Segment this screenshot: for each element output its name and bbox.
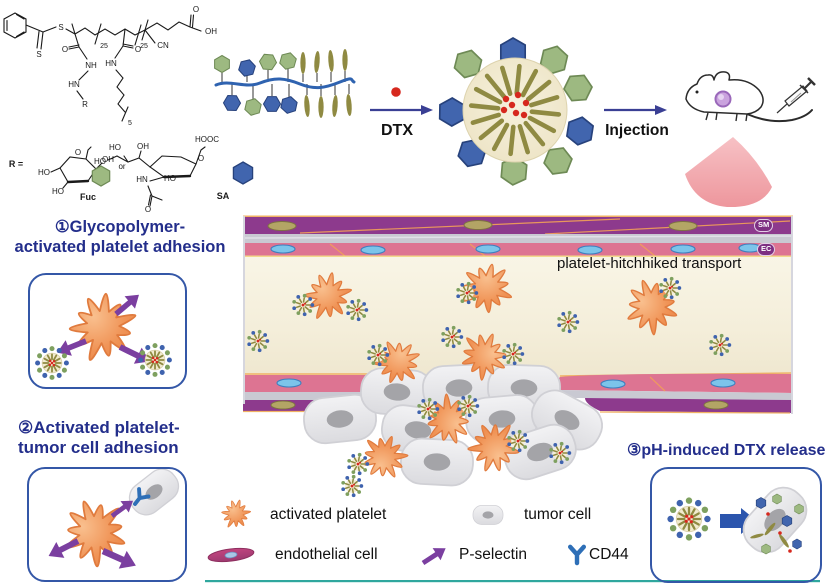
glyco-micelle	[341, 475, 363, 497]
dtx-loaded-micelle	[438, 37, 596, 187]
chem-atom-label: O	[135, 45, 141, 54]
chem-atom-label: OH	[205, 27, 217, 36]
activated-platelet-icon	[218, 495, 254, 533]
chem-atom-label: R	[82, 100, 88, 109]
alkyl-rod	[327, 49, 335, 73]
alkyl-rod	[342, 49, 348, 71]
panel2-title-line2: tumor cell adhesion	[18, 437, 179, 457]
chem-atom-label: OH	[102, 155, 114, 164]
or-label: or	[118, 162, 125, 171]
alkyl-rod	[303, 94, 311, 118]
panel1-title-line1: ①Glycopolymer-	[54, 218, 186, 236]
panel2-box	[27, 467, 187, 582]
sialic-acid-hexagon	[260, 92, 284, 116]
chem-atom-label: S	[36, 50, 41, 59]
polymer-backbone	[214, 77, 356, 90]
sialic-acid-label: SA	[217, 191, 230, 201]
dtx-label: DTX	[381, 122, 413, 139]
smooth-muscle-badge: SM	[754, 219, 774, 232]
fucose-hexagon	[91, 165, 111, 187]
chem-atom-label: HO	[164, 174, 176, 183]
chem-atom-label: O	[193, 5, 199, 14]
cd44-icon	[570, 547, 584, 563]
mouse-illustration	[685, 71, 816, 123]
chem-atom-label: HN	[105, 59, 117, 68]
bottom-rule	[205, 580, 820, 583]
chem-atom-label: HN	[136, 175, 148, 184]
endothelium-badge: EC	[757, 243, 776, 256]
dtx-core-dots	[500, 91, 530, 119]
panel2-title-line1: ②Activated platelet-	[18, 418, 180, 437]
chem-atom-label: HN	[68, 80, 80, 89]
chem-atom-label: O	[75, 148, 81, 157]
injection-arrow	[604, 105, 667, 115]
chem-atom-label: O	[62, 45, 68, 54]
alkyl-rod	[300, 52, 306, 74]
legend-activated-platelet: activated platelet	[270, 506, 387, 523]
alkyl-rod	[313, 50, 321, 74]
mouse-legs	[705, 112, 748, 122]
transport-label: platelet-hitchhiked transport	[557, 255, 742, 272]
alkyl-rod	[331, 94, 339, 118]
legend-endothelial-cell: endothelial cell	[275, 546, 378, 563]
injection-label: Injection	[605, 122, 669, 139]
panel3-title: ③pH-induced DTX release	[627, 442, 825, 459]
fucose-hexagon	[278, 50, 298, 72]
legend-icons	[207, 495, 584, 570]
fucose-label: Fuc	[80, 192, 96, 202]
sialic-acid-hexagon	[279, 94, 299, 116]
chem-atom-label: HO	[52, 187, 64, 196]
sialic-acid-hexagon	[232, 161, 254, 185]
zoom-cone	[685, 137, 772, 208]
chem-atom-label: OH	[137, 142, 149, 151]
chem-atom-label: 25	[100, 43, 108, 50]
syringe-icon	[776, 77, 816, 114]
fucose-hexagon	[214, 54, 230, 74]
panel1-title-line2: activated platelet adhesion	[14, 237, 226, 256]
chem-atom-label: HOOC	[195, 135, 219, 144]
tumor-cell	[400, 437, 474, 486]
dtx-assembly-arrow	[370, 87, 433, 115]
legend-cd44: CD44	[589, 546, 629, 563]
chem-atom-label: O	[145, 205, 151, 214]
sialic-acid-hexagon	[564, 114, 596, 148]
panel3-scene	[667, 479, 814, 561]
chem-atom-label: 5	[128, 120, 132, 127]
mouse-eye	[695, 90, 699, 94]
chem-atom-label: S	[58, 23, 63, 32]
dtx-drug-dot	[391, 87, 401, 97]
p-selectin-icon	[419, 542, 450, 570]
released-dtx-dot	[766, 512, 770, 516]
alkyl-rod	[345, 93, 353, 117]
chem-atom-label: CN	[157, 41, 169, 50]
released-dtx-dot	[788, 549, 792, 553]
chem-atom-label: HO	[94, 157, 106, 166]
sialic-acid-hexagon	[438, 96, 466, 128]
chem-atom-label: O	[198, 154, 204, 163]
chem-atom-label: 25	[140, 43, 148, 50]
chem-atom-labels: S S O NH HN R 25 25 O HN CN O OH 5 O OH …	[9, 5, 230, 214]
panel1-box	[28, 273, 187, 389]
sialic-acid-hexagon	[220, 91, 244, 115]
endothelial-cell-icon	[207, 547, 255, 563]
chem-atom-label: HO	[38, 168, 50, 177]
panel2-title: ②Activated platelet- tumor cell adhesion	[18, 418, 232, 457]
fucose-hexagon	[243, 96, 263, 118]
r-group-prefix: R =	[9, 159, 23, 169]
panel3-box	[650, 467, 822, 583]
mouse-tail	[746, 109, 813, 123]
glyco-micelle	[347, 453, 369, 475]
tumor-cell-icon	[473, 506, 503, 525]
sialic-acid-hexagon	[236, 57, 258, 79]
panel1-title: ①Glycopolymer- activated platelet adhesi…	[0, 218, 240, 258]
chem-atom-label: HO	[109, 143, 121, 152]
alkyl-rod	[318, 96, 324, 118]
legend-tumor-cell: tumor cell	[524, 506, 592, 523]
fucose-hexagon	[256, 50, 280, 74]
legend-p-selectin: P-selectin	[459, 546, 528, 563]
chem-atom-label: NH	[85, 61, 97, 70]
tumor-site-highlight	[718, 94, 724, 100]
released-dtx-dot	[778, 531, 782, 535]
